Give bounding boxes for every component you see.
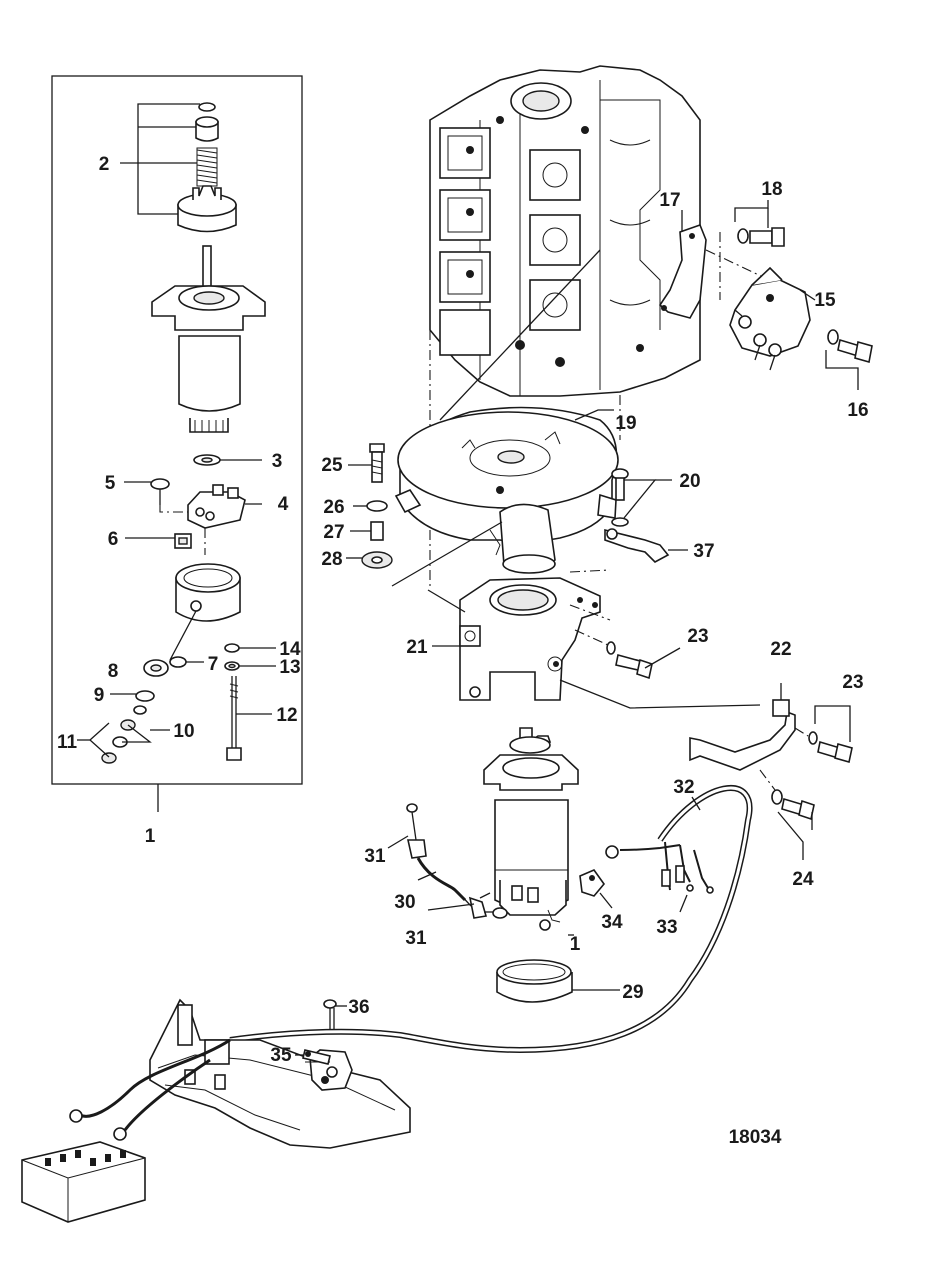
starter-mount-bracket (427, 569, 611, 701)
callout-12: 12 (276, 705, 297, 726)
callout-6: 6 (108, 529, 119, 550)
callout-37: 37 (693, 541, 714, 562)
flywheel-cover (394, 406, 619, 574)
drawing-number: 18034 (729, 1127, 782, 1148)
callout-16: 16 (847, 400, 868, 421)
starter-strap (559, 679, 796, 771)
ground-link-fasteners (295, 999, 347, 1065)
callout-17: 17 (659, 190, 680, 211)
callout-2: 2 (99, 154, 110, 175)
cover-bracket (604, 528, 688, 563)
callout-4: 4 (278, 494, 289, 515)
callout-25: 25 (321, 455, 343, 476)
callout-labels: 1 2 3 4 5 6 7 8 9 10 11 12 13 14 15 16 1… (57, 154, 869, 1148)
cover-screw (611, 468, 672, 527)
callout-19: 19 (615, 413, 636, 434)
starter-motor-assembled (479, 727, 579, 936)
battery (21, 1141, 146, 1223)
callout-11: 11 (57, 732, 78, 753)
callout-30: 30 (394, 892, 415, 913)
starter-motor-exploded-inset (51, 75, 303, 812)
callout-5: 5 (105, 473, 116, 494)
strap-screw-lower (759, 769, 815, 860)
starter-solenoid-assembly (658, 200, 873, 390)
callout-21: 21 (406, 637, 428, 658)
cover-mount-fasteners (346, 443, 503, 587)
callout-28: 28 (321, 549, 342, 570)
powerhead-block (429, 65, 701, 590)
rubber-ring (496, 959, 620, 1003)
callout-14: 14 (279, 639, 301, 660)
callout-23-right: 23 (842, 672, 863, 693)
callout-20: 20 (679, 471, 700, 492)
callout-26: 26 (323, 497, 344, 518)
callout-7: 7 (208, 654, 219, 675)
battery-harness (229, 785, 753, 1054)
strap-screw-right (794, 705, 853, 764)
callout-23-upper: 23 (687, 626, 708, 647)
callout-10: 10 (173, 721, 194, 742)
callout-34: 34 (601, 912, 623, 933)
callout-9: 9 (94, 685, 105, 706)
callout-31-upper: 31 (364, 846, 386, 867)
callout-1-assembled: 1 (570, 934, 581, 955)
bracket-screw-upper (574, 629, 681, 680)
callout-36: 36 (348, 997, 369, 1018)
callout-3: 3 (272, 451, 283, 472)
callout-1-inset: 1 (145, 826, 156, 847)
callout-18: 18 (761, 179, 782, 200)
callout-8: 8 (108, 661, 119, 682)
callout-33: 33 (656, 917, 677, 938)
lower-cowl-frame (69, 998, 411, 1149)
callout-13: 13 (279, 657, 300, 678)
callout-29: 29 (622, 982, 643, 1003)
callout-15: 15 (814, 290, 836, 311)
callout-27: 27 (323, 522, 344, 543)
callout-31-lower: 31 (405, 928, 427, 949)
ground-cable (387, 803, 508, 919)
inset-frame (51, 75, 303, 785)
callout-24: 24 (792, 869, 814, 890)
callout-22: 22 (770, 639, 791, 660)
callout-35: 35 (270, 1045, 292, 1066)
callout-32: 32 (673, 777, 694, 798)
